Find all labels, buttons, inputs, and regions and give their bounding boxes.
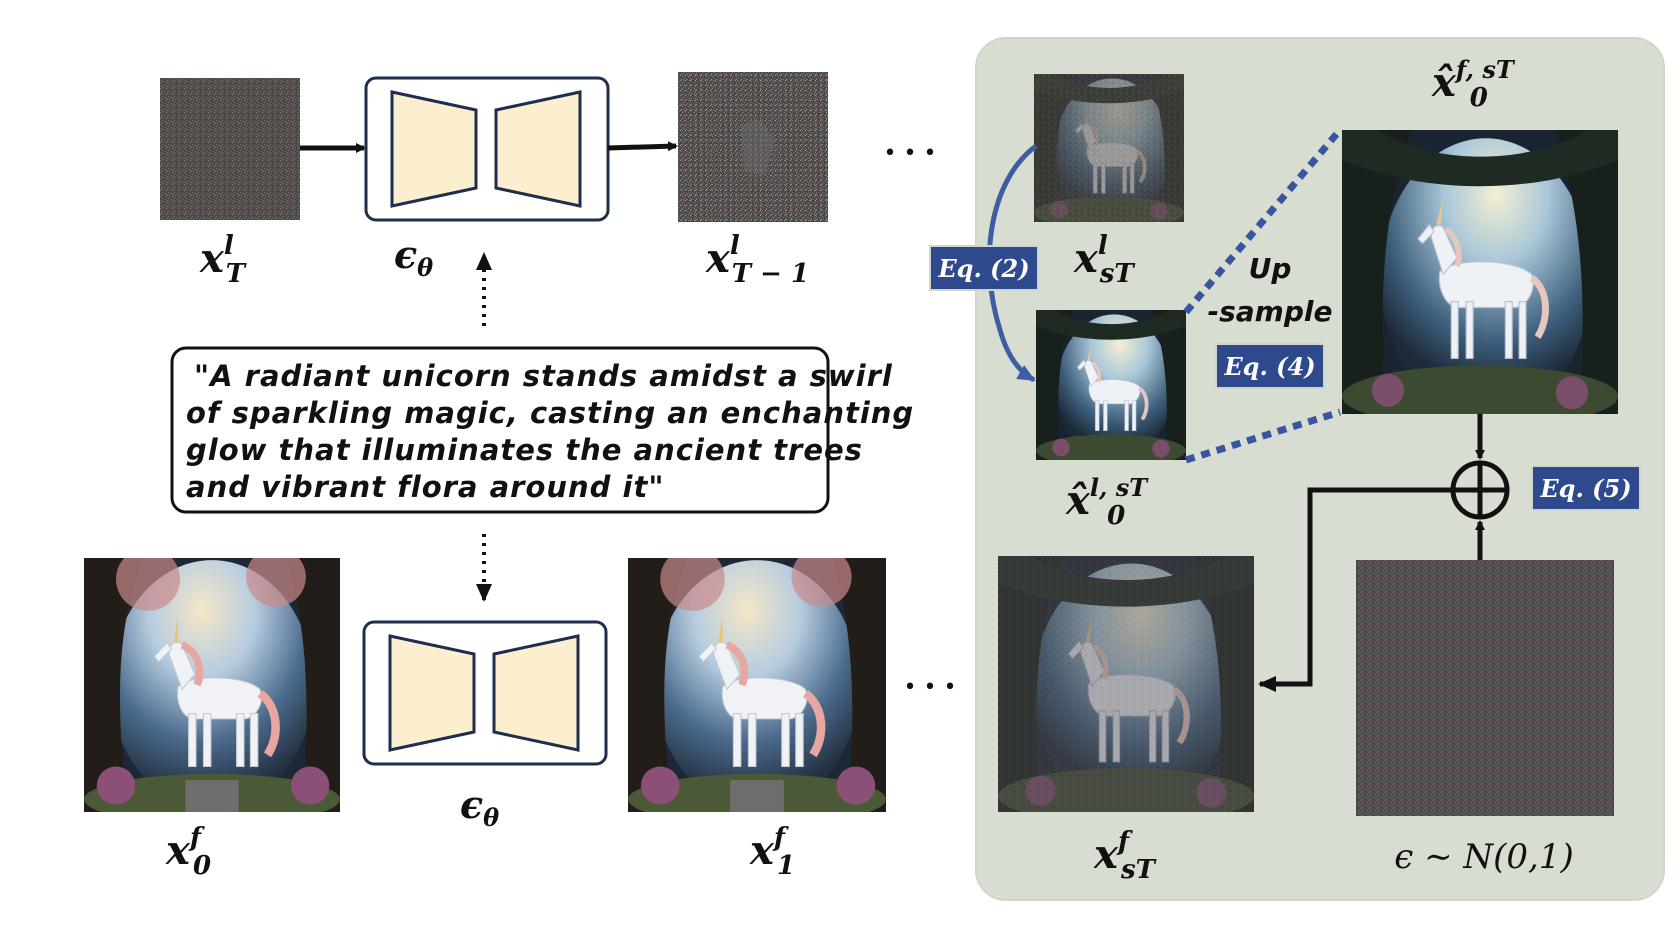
label-eps-top: ϵθ <box>394 232 433 282</box>
unet-bottom <box>362 620 608 766</box>
image-x1-f <box>628 547 886 824</box>
svg-text:Eq. (5): Eq. (5) <box>1539 474 1631 503</box>
upsample-dash-top <box>1183 127 1343 315</box>
arrow-sum-to-xsT-f <box>1258 487 1453 692</box>
arrow-unet-to-xT1 <box>607 141 678 152</box>
noise-image-xT <box>160 78 300 220</box>
label-eps-bottom: ϵθ <box>460 782 499 832</box>
image-x0hat-l <box>1036 310 1186 467</box>
image-x0-f <box>84 547 340 824</box>
eq5-box: Eq. (5) <box>1531 465 1641 511</box>
curved-arrow-eq2 <box>986 143 1038 383</box>
sum-operator-icon <box>1450 460 1510 520</box>
prompt-line-3: glow that illuminates the ancient trees <box>186 433 863 467</box>
eq4-box: Eq. (4) <box>1215 343 1325 389</box>
image-xsT-f <box>998 556 1254 812</box>
image-gaussian-noise <box>1356 560 1614 816</box>
upsample-dash-bottom <box>1184 408 1342 464</box>
image-xsT-l <box>1034 74 1184 222</box>
prompt-line-2: of sparkling magic, casting an enchantin… <box>186 396 914 430</box>
ellipsis-top: • • • <box>884 141 937 166</box>
eq2-box: Eq. (2) <box>929 245 1039 291</box>
prompt-line-1: "A radiant unicorn stands amidst a swirl <box>194 359 893 393</box>
image-x0hat-f <box>1342 130 1618 427</box>
unet-top <box>364 76 610 222</box>
svg-text:Eq. (2): Eq. (2) <box>937 254 1029 283</box>
ellipsis-bottom: • • • <box>904 675 957 700</box>
upsample-label-line-1: Up <box>1249 252 1292 285</box>
upsample-label-line-2: -sample <box>1208 295 1333 328</box>
prompt-line-4: and vibrant flora around it" <box>186 470 664 504</box>
partial-denoised-xT1 <box>678 72 828 222</box>
label-noise-distribution: ϵ ∼ N(0,1) <box>1394 837 1574 877</box>
svg-text:Eq. (4): Eq. (4) <box>1223 352 1315 381</box>
prompt-box <box>170 346 830 514</box>
